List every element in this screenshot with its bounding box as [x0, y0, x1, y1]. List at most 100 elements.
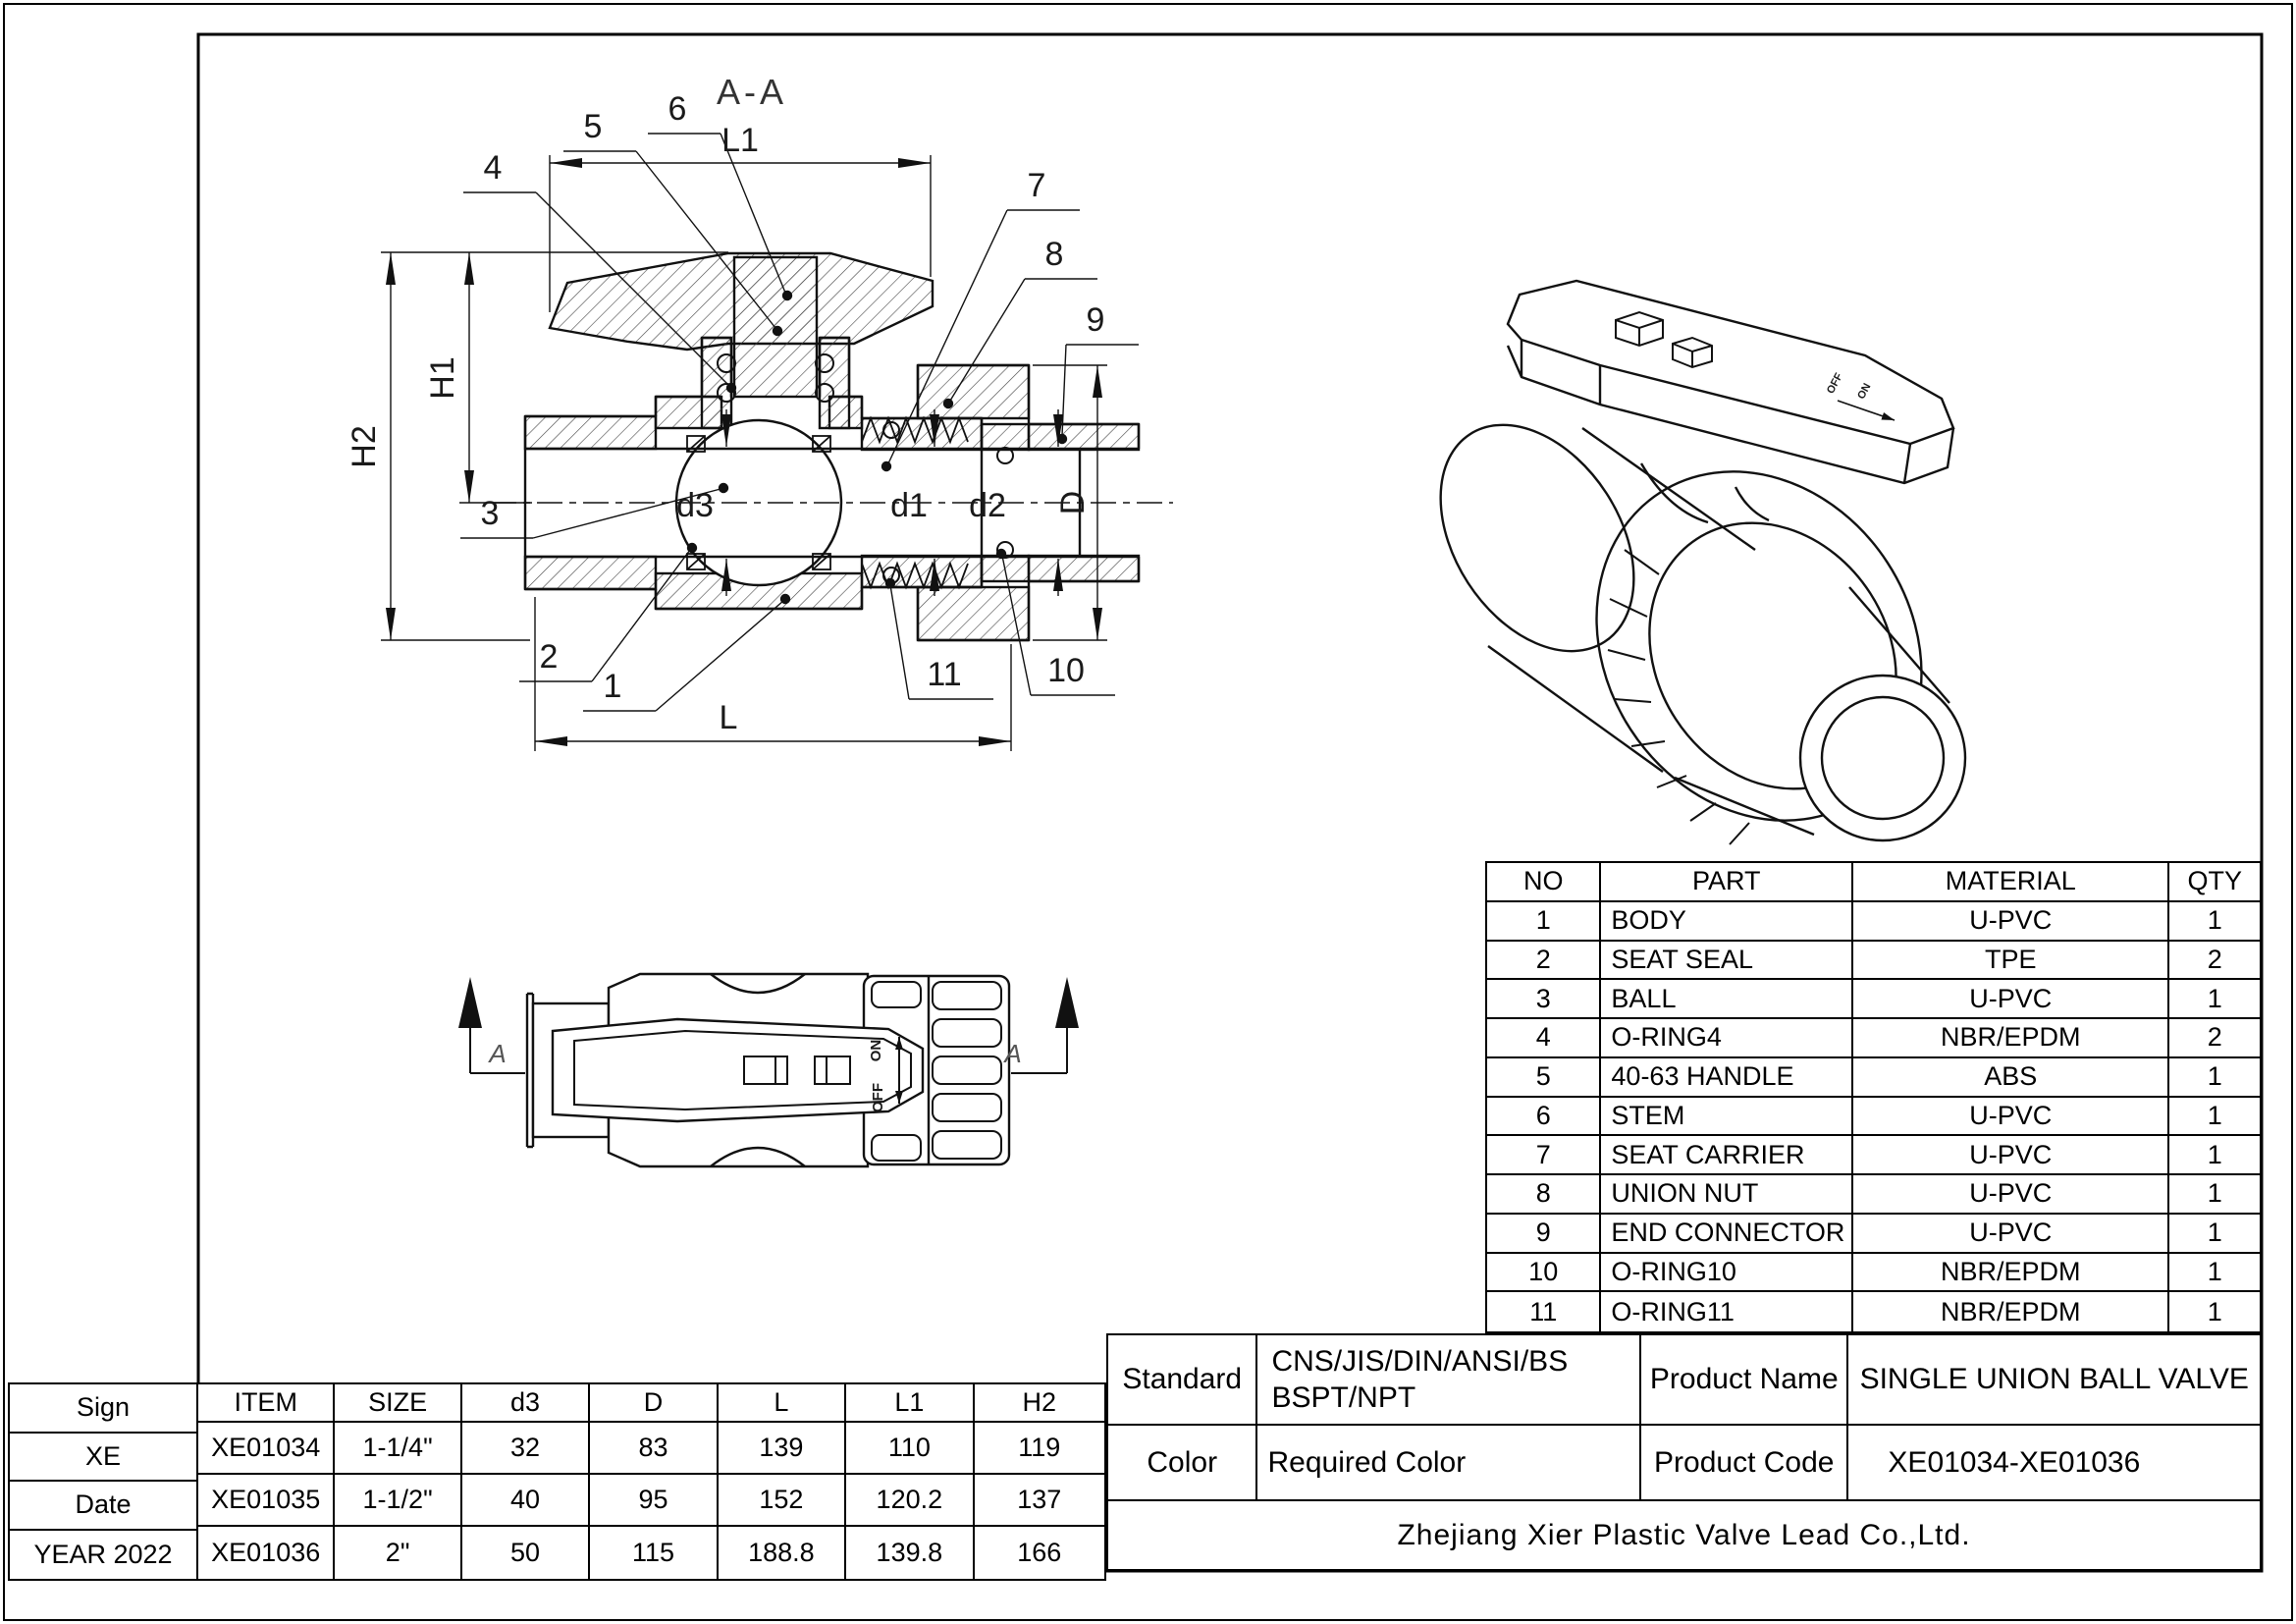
- thread-zigzag-bottom: [861, 561, 969, 590]
- iso-handle-top: [1506, 279, 1955, 446]
- parts-header-qty: QTY: [2169, 863, 2260, 902]
- product-name-label: Product Name: [1641, 1335, 1849, 1427]
- cell: 95: [590, 1475, 719, 1528]
- handle-off-label: OFF: [870, 1083, 886, 1112]
- cell: 2: [1487, 941, 1602, 981]
- cell: 139: [718, 1423, 847, 1476]
- callout-3: 3: [481, 495, 500, 532]
- callout-5: 5: [584, 108, 603, 145]
- cell: SEAT SEAL: [1601, 941, 1854, 981]
- handle-top-inner: [573, 1029, 912, 1111]
- cell: 40-63 HANDLE: [1601, 1057, 1854, 1098]
- cell: BALL: [1601, 980, 1854, 1019]
- cell: 9: [1487, 1214, 1602, 1254]
- cell: BODY: [1601, 901, 1854, 942]
- size-header-L: L: [718, 1384, 847, 1424]
- cell: 7: [1487, 1136, 1602, 1175]
- cell: 32: [461, 1423, 591, 1476]
- cell: 139.8: [846, 1527, 975, 1579]
- drawing-frame: [196, 32, 2264, 1573]
- port-wall-bottom: [523, 555, 658, 591]
- isometric-view: [1439, 279, 1967, 845]
- cell: TPE: [1853, 941, 2170, 981]
- size-header-H2: H2: [974, 1384, 1104, 1424]
- cell: O-RING10: [1601, 1253, 1854, 1293]
- cell: 8: [1487, 1175, 1602, 1215]
- section-dimensions: [381, 133, 1139, 751]
- callout-11: 11: [927, 656, 961, 693]
- cell: 1: [2169, 902, 2260, 942]
- rib-slots: [871, 981, 1002, 1162]
- color-value: Required Color: [1257, 1426, 1642, 1502]
- cell: END CONNECTOR: [1601, 1214, 1854, 1254]
- end-connector-outline: [1029, 422, 1141, 583]
- cell: 120.2: [846, 1475, 975, 1528]
- cell: 1: [2169, 1254, 2260, 1293]
- cell: 2": [335, 1527, 462, 1579]
- iso-port-bore: [1820, 695, 1946, 821]
- cell: 166: [1017, 1538, 1062, 1568]
- parts-header-part: PART: [1601, 863, 1854, 902]
- cell: NBR/EPDM: [1853, 1019, 2170, 1058]
- cell: U-PVC: [1853, 1175, 2170, 1215]
- product-code-value: XE01034-XE01036: [1848, 1426, 2260, 1502]
- cell: 1-1/2": [335, 1475, 462, 1528]
- dim-d2: d2: [969, 487, 1006, 524]
- cell: U-PVC: [1853, 1214, 2170, 1254]
- product-name-value: SINGLE UNION BALL VALVE: [1848, 1335, 2260, 1427]
- iso-stem-neck: [1639, 462, 1770, 524]
- callout-8: 8: [1045, 236, 1064, 273]
- connector-tube-top: [1027, 422, 1141, 452]
- standard-value: CNS/JIS/DIN/ANSI/BS BSPT/NPT: [1257, 1335, 1642, 1427]
- body-dome-arcs: [710, 973, 806, 1167]
- callout-10: 10: [1047, 652, 1085, 689]
- dim-D: D: [1054, 491, 1092, 515]
- dim-H2: H2: [346, 425, 383, 467]
- union-nut-outline: [916, 363, 1031, 642]
- connector-tube-bottom: [1027, 554, 1141, 583]
- cell: UNION NUT: [1601, 1175, 1854, 1215]
- iso-nut-ribs: [1607, 549, 1750, 845]
- cell: NBR/EPDM: [1853, 1253, 2170, 1293]
- cell: 1: [2169, 1136, 2260, 1175]
- dim-H1: H1: [424, 356, 461, 399]
- cell: 1: [2169, 1058, 2260, 1098]
- cell: U-PVC: [1853, 980, 2170, 1019]
- iso-port-outer: [1798, 674, 1967, 842]
- handle-top-outline: [551, 1017, 925, 1123]
- cell: XE01036: [198, 1527, 336, 1579]
- cell: 4: [1487, 1019, 1602, 1058]
- parts-header-no: NO: [1487, 863, 1602, 902]
- size-header-L1: L1: [846, 1384, 975, 1424]
- cell: 11: [1487, 1292, 1602, 1331]
- cell: STEM: [1601, 1097, 1854, 1137]
- date-label: Date: [10, 1482, 196, 1531]
- callout-6: 6: [668, 90, 687, 128]
- cell: 1: [1487, 901, 1602, 942]
- cell: 2: [2169, 1019, 2260, 1058]
- section-labels: A-A L1 H2 H1 D L d3 d1 d2 6 5 4 7 8 9 3 …: [346, 72, 1104, 736]
- section-view: [491, 251, 1173, 642]
- standard-value-line2: BSPT/NPT: [1271, 1381, 1416, 1415]
- size-header-D: D: [590, 1384, 719, 1424]
- sign-value: XE: [10, 1434, 196, 1482]
- top-view-labels: ON OFF A A: [487, 1039, 1021, 1112]
- standard-value-line1: CNS/JIS/DIN/ANSI/BS: [1271, 1344, 1569, 1378]
- outer-page-border: [3, 3, 2293, 1621]
- cell: U-PVC: [1853, 1136, 2170, 1175]
- cell: 5: [1487, 1057, 1602, 1098]
- dim-L1: L1: [721, 122, 759, 159]
- section-letter-right: A: [1002, 1039, 1021, 1068]
- cell: 10: [1487, 1253, 1602, 1293]
- seat-carrier-outline: [862, 416, 984, 589]
- cell: 83: [590, 1423, 719, 1476]
- cell: SEAT CARRIER: [1601, 1136, 1854, 1175]
- product-code-label: Product Code: [1641, 1426, 1849, 1502]
- housing-outline: [654, 395, 864, 611]
- standard-label: Standard: [1108, 1335, 1258, 1427]
- cell: 110: [846, 1423, 975, 1476]
- thread-zigzag-top: [861, 415, 969, 445]
- bore-lines: [525, 447, 1139, 559]
- iso-on-off-arrow: [1837, 400, 1896, 421]
